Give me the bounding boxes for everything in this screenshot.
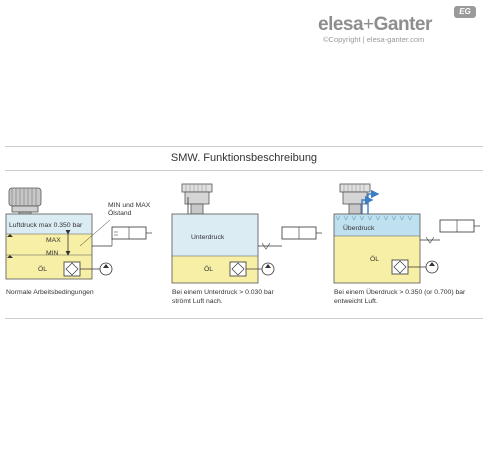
breather-overpressure-icon bbox=[339, 183, 380, 215]
panel-3-pressure-label: Überdruck bbox=[343, 225, 375, 232]
panel-1-graphic bbox=[5, 187, 152, 280]
top-divider bbox=[5, 146, 483, 147]
breather-cap-icon bbox=[8, 187, 42, 221]
title-divider bbox=[5, 170, 483, 171]
brand-badge: EG bbox=[454, 6, 476, 18]
section-title: SMW. Funktionsbeschreibung bbox=[170, 152, 318, 164]
panel-1-pressure-label: Luftdruck max 0.350 bar bbox=[9, 222, 83, 229]
panel-2-caption-line-2: strömt Luft nach. bbox=[172, 298, 223, 305]
brand-plus: + bbox=[363, 14, 374, 35]
panel-1-oil-label: ÖL bbox=[38, 266, 48, 273]
panel-1-level-callout: MIN und MAX Ölstand bbox=[108, 202, 151, 217]
panel-3-caption-line-1: Bei einem Überdruck > 0.350 (or 0.700) b… bbox=[334, 289, 466, 296]
panel-3-graphic bbox=[333, 183, 480, 284]
panel-1-caption: Normale Arbeitsbedingungen bbox=[6, 289, 94, 296]
breather-valve-icon bbox=[181, 183, 213, 225]
bottom-divider bbox=[5, 318, 483, 319]
panel-2-graphic bbox=[171, 183, 322, 284]
panel-3-oil-label: ÖL bbox=[370, 256, 380, 263]
panel-3-caption-line-2: entweicht Luft. bbox=[334, 298, 378, 305]
panel-1-min-label: MIN bbox=[46, 250, 59, 257]
brand-name-left: elesa bbox=[318, 14, 364, 35]
panel-2-pressure-label: Unterdruck bbox=[191, 234, 225, 241]
brand-name-right: Ganter bbox=[373, 14, 433, 35]
panel-2-caption-line-1: Bei einem Unterdruck > 0.030 bar bbox=[172, 289, 274, 296]
panel-2-oil-label: ÖL bbox=[204, 266, 214, 273]
panel-1-max-label: MAX bbox=[46, 237, 61, 244]
copyright-text: ©Copyright | elesa-ganter.com bbox=[323, 35, 425, 44]
brand-logo: elesa+Ganter bbox=[318, 14, 432, 36]
